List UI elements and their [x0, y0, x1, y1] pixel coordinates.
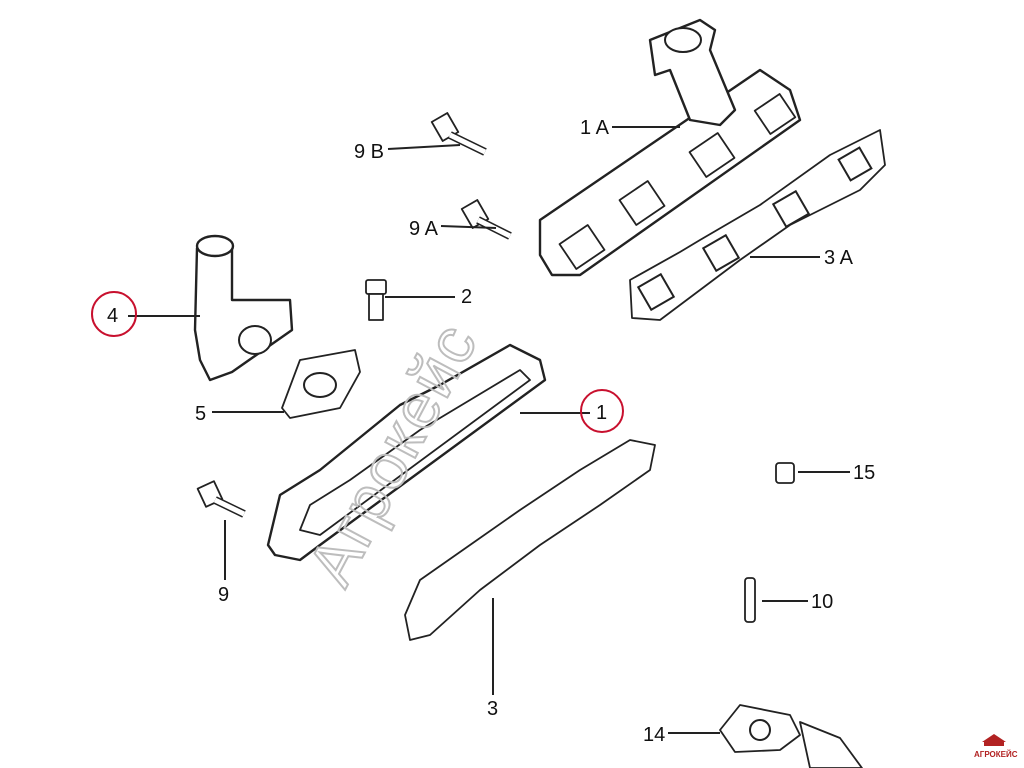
callout-labels: 1 A 3 A 9 B 9 A 2 4 5 1 15 9 10 3 14 [107, 117, 875, 746]
callout-10: 10 [811, 591, 833, 613]
callout-5: 5 [195, 403, 206, 425]
callout-1a: 1 A [580, 117, 610, 139]
callout-9b: 9 B [354, 141, 384, 163]
flange-14 [719, 704, 863, 768]
exhaust-gasket-3a [629, 129, 886, 321]
intake-gasket-3 [404, 439, 656, 641]
callout-2: 2 [461, 286, 472, 308]
plug-2 [365, 279, 387, 321]
leader-lines [128, 126, 850, 734]
bolt-9b [430, 112, 487, 156]
callout-14: 14 [643, 724, 665, 746]
highlight-circle-4 [91, 291, 137, 337]
bolt-9a [460, 199, 512, 240]
exhaust-manifold-1a [538, 18, 802, 277]
agrokeys-logo: АГРОКЕЙС [974, 734, 1018, 759]
callout-9: 9 [218, 584, 229, 606]
svg-text:АГРОКЕЙС: АГРОКЕЙС [974, 750, 1018, 759]
callout-3a: 3 A [824, 247, 854, 269]
water-outlet-4 [193, 234, 294, 382]
stud-10 [744, 577, 756, 623]
callout-3: 3 [487, 698, 498, 720]
callout-1: 1 [596, 402, 607, 424]
callout-4: 4 [107, 305, 118, 327]
bolt-9 [196, 480, 246, 518]
nut-15 [775, 462, 795, 484]
callout-9a: 9 A [409, 218, 439, 240]
callout-highlights [91, 291, 624, 433]
callout-15: 15 [853, 462, 875, 484]
intake-manifold-1 [266, 343, 547, 562]
highlight-circle-1 [580, 389, 624, 433]
gasket-5 [281, 349, 361, 419]
